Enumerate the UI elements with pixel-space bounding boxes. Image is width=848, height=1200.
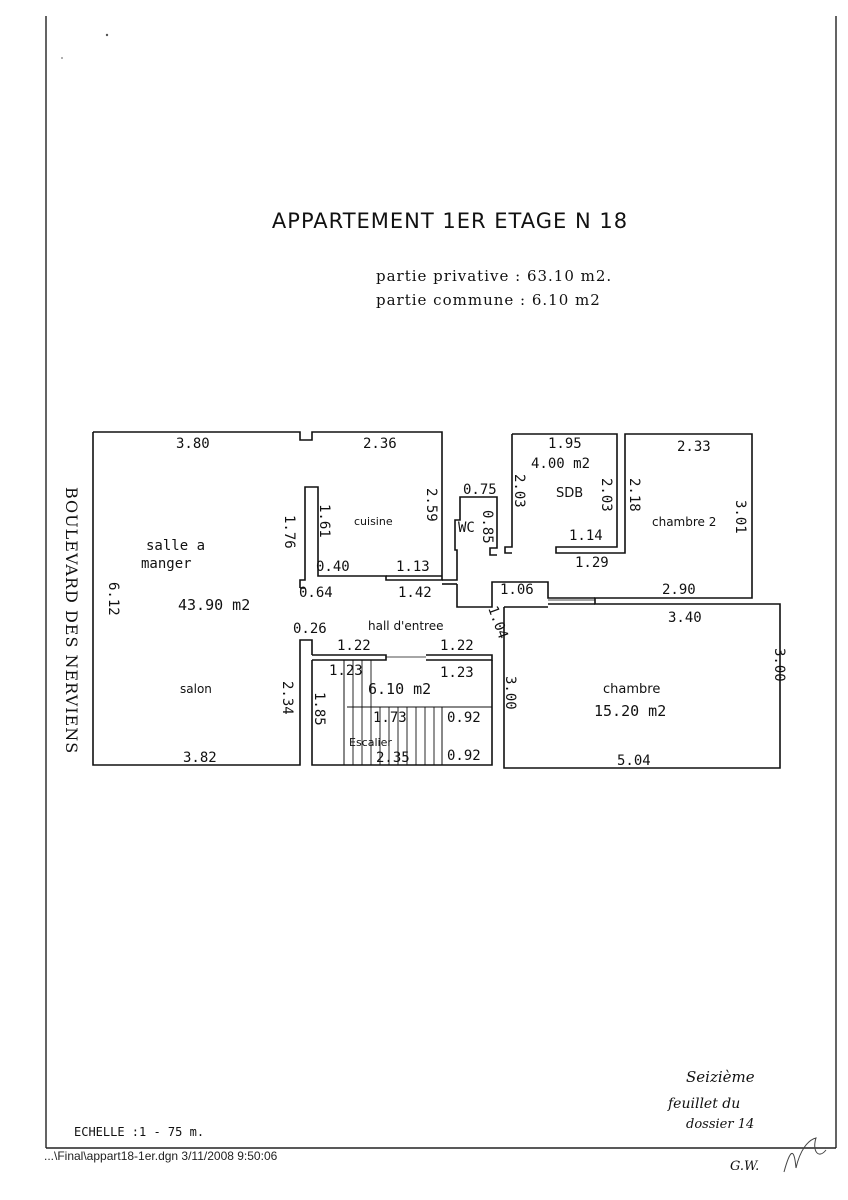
dimension-label: 2.03 xyxy=(511,474,527,508)
dimension-label: 3.40 xyxy=(668,610,702,626)
room-escalier-label: Escalier xyxy=(349,736,392,749)
signature-mark xyxy=(783,1137,827,1173)
room-escalier-area: 6.10 m2 xyxy=(368,680,431,698)
room-cuisine-label: cuisine xyxy=(354,515,393,528)
dimension-label: 1.23 xyxy=(329,663,363,679)
dimension-label: 1.22 xyxy=(440,638,474,654)
room-chambre2-label: chambre 2 xyxy=(652,515,716,529)
dimension-label: 0.75 xyxy=(463,482,497,498)
dimension-label: 0.26 xyxy=(293,621,327,637)
room-sdb-area: 4.00 m2 xyxy=(531,456,590,472)
dimension-label: 1.73 xyxy=(373,710,407,726)
handwritten-line-2: feuillet du xyxy=(667,1096,740,1112)
dimension-label: 0.40 xyxy=(316,559,350,575)
room-manger-label: manger xyxy=(141,556,192,572)
scale-label: ECHELLE :1 - 75 m. xyxy=(74,1125,204,1139)
dimension-label: 1.22 xyxy=(337,638,371,654)
dimension-label: 1.29 xyxy=(575,555,609,571)
dimension-label: 2.36 xyxy=(363,436,397,452)
handwritten-line-1: Seizième xyxy=(686,1068,755,1086)
room-chambre-area: 15.20 m2 xyxy=(594,702,666,720)
private-area-label: partie privative : 63.10 m2. xyxy=(376,267,612,285)
dimension-label: 3.00 xyxy=(502,676,518,710)
dimension-label: 1.95 xyxy=(548,436,582,452)
room-chambre-label: chambre xyxy=(603,682,660,697)
dimension-label: 1.76 xyxy=(281,515,297,549)
dimension-label: 3.00 xyxy=(771,648,787,682)
dimension-label: 1.13 xyxy=(396,559,430,575)
dimension-label: 2.03 xyxy=(598,478,614,512)
page-frame xyxy=(45,16,837,1149)
common-area-label: partie commune : 6.10 m2 xyxy=(376,291,601,309)
room-wc-label: WC xyxy=(458,520,475,536)
dimension-label: 1.06 xyxy=(500,582,534,598)
dimension-label: 1.04 xyxy=(484,604,511,641)
scan-speck xyxy=(61,57,63,59)
dimension-label: 1.23 xyxy=(440,665,474,681)
dimension-label: 2.90 xyxy=(662,582,696,598)
dimension-label: 0.92 xyxy=(447,710,481,726)
dimension-label: 3.80 xyxy=(176,436,210,452)
dimension-label: 0.92 xyxy=(447,748,481,764)
room-hall-label: hall d'entree xyxy=(368,619,444,633)
dimension-label: 1.42 xyxy=(398,585,432,601)
dimension-label: 3.01 xyxy=(732,500,748,534)
dimension-label: 2.59 xyxy=(423,488,439,522)
dimension-label: 1.85 xyxy=(311,692,327,726)
dimension-label: 2.35 xyxy=(376,750,410,766)
room-salle-label: salle a xyxy=(146,538,205,554)
walls xyxy=(92,431,781,769)
file-path-footer: ...\Final\appart18-1er.dgn 3/11/2008 9:5… xyxy=(44,1149,278,1163)
room-salle-area: 43.90 m2 xyxy=(178,596,250,614)
dimension-labels: 3.80 2.36 1.95 2.33 0.75 2.03 2.03 2.59 … xyxy=(105,436,787,769)
room-labels: salle a manger 43.90 m2 salon cuisine WC… xyxy=(141,456,716,749)
dimension-label: 1.61 xyxy=(316,504,332,538)
handwritten-annotation: Seizième feuillet du dossier 14 G.W. xyxy=(667,1068,827,1174)
dimension-label: 0.85 xyxy=(479,510,495,544)
dimension-label: 6.12 xyxy=(105,582,121,616)
dimension-label: 3.82 xyxy=(183,750,217,766)
room-sdb-label: SDB xyxy=(556,486,583,501)
dimension-label: 5.04 xyxy=(617,753,651,769)
street-name: BOULEVARD DES NERVIENS xyxy=(62,487,81,754)
dimension-label: 2.18 xyxy=(626,478,642,512)
scan-speck xyxy=(105,33,109,37)
dimension-label: 2.34 xyxy=(279,681,295,715)
dimension-label: 2.33 xyxy=(677,439,711,455)
dimension-label: 1.14 xyxy=(569,528,603,544)
plan-title: APPARTEMENT 1ER ETAGE N 18 xyxy=(272,209,628,233)
handwritten-line-3: dossier 14 xyxy=(686,1117,754,1132)
handwritten-initials: G.W. xyxy=(730,1159,759,1174)
dimension-label: 0.64 xyxy=(299,585,333,601)
room-salon-label: salon xyxy=(180,682,212,696)
